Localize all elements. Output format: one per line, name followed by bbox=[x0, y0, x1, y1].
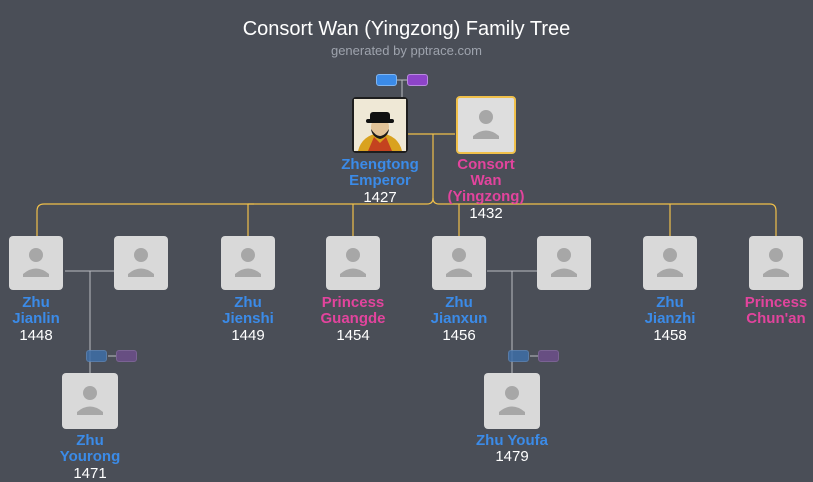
birth-year: 1427 bbox=[363, 189, 397, 206]
page-subtitle: generated by pptrace.com bbox=[330, 43, 483, 58]
birth-year: 1479 bbox=[495, 448, 529, 465]
name-line: Zhu bbox=[22, 294, 50, 311]
expand-toggle-icon[interactable] bbox=[508, 350, 529, 362]
person-silhouette-icon[interactable] bbox=[456, 96, 516, 154]
person-name[interactable]: Zhu Youfa bbox=[457, 433, 567, 449]
birth-year: 1432 bbox=[469, 205, 503, 222]
name-line: Yourong bbox=[59, 448, 121, 465]
birth-year: 1454 bbox=[336, 327, 370, 344]
name-line: Emperor bbox=[349, 172, 411, 189]
birth-year: 1449 bbox=[231, 327, 265, 344]
expand-toggle-icon[interactable] bbox=[538, 350, 559, 362]
person-name[interactable]: Zhu Jianxun bbox=[404, 295, 514, 327]
name-line: Zhu bbox=[656, 294, 684, 311]
page-title: Consort Wan (Yingzong) Family Tree bbox=[242, 18, 571, 40]
expand-toggle-icon[interactable] bbox=[116, 350, 137, 362]
name-line: Guangde bbox=[320, 310, 386, 327]
name-line: Zhu Youfa bbox=[476, 432, 548, 449]
name-line: Jianlin bbox=[12, 310, 60, 327]
person-silhouette-icon[interactable] bbox=[62, 373, 118, 429]
person-silhouette-icon[interactable] bbox=[643, 236, 697, 290]
person-name[interactable]: Consort Wan (Yingzong) bbox=[431, 157, 541, 205]
expand-toggle-icon[interactable] bbox=[86, 350, 107, 362]
birth-year: 1471 bbox=[73, 465, 107, 482]
expand-toggle-icon[interactable] bbox=[407, 74, 428, 86]
name-line: Princess bbox=[321, 294, 385, 311]
person-silhouette-icon[interactable] bbox=[432, 236, 486, 290]
name-line: (Yingzong) bbox=[447, 188, 525, 205]
birth-year: 1448 bbox=[19, 327, 53, 344]
expand-toggle-icon[interactable] bbox=[376, 74, 397, 86]
person-name[interactable]: Zhu Jianzhi bbox=[615, 295, 725, 327]
person-silhouette-icon[interactable] bbox=[9, 236, 63, 290]
person-silhouette-icon[interactable] bbox=[326, 236, 380, 290]
name-line: Consort bbox=[457, 156, 515, 173]
parent-child-connector bbox=[36, 133, 777, 236]
name-line: Zhu bbox=[76, 432, 104, 449]
name-line: Wan bbox=[470, 172, 502, 189]
name-line: Jienshi bbox=[222, 310, 274, 327]
name-line: Chun'an bbox=[746, 310, 806, 327]
person-name[interactable]: Princess Guangde bbox=[298, 295, 408, 327]
person-name[interactable]: Zhu Jianlin bbox=[0, 295, 91, 327]
portrait-icon[interactable] bbox=[352, 97, 408, 153]
name-line: Princess bbox=[744, 294, 808, 311]
name-line: Zhu bbox=[234, 294, 262, 311]
birth-year: 1458 bbox=[653, 327, 687, 344]
person-silhouette-icon[interactable] bbox=[221, 236, 275, 290]
name-line: Jianxun bbox=[430, 310, 488, 327]
person-name[interactable]: Zhu Jienshi bbox=[193, 295, 303, 327]
birth-year: 1456 bbox=[442, 327, 476, 344]
person-silhouette-icon[interactable] bbox=[749, 236, 803, 290]
name-line: Zhu bbox=[445, 294, 473, 311]
person-name[interactable]: Zhengtong Emperor bbox=[325, 157, 435, 189]
person-silhouette-icon[interactable] bbox=[537, 236, 591, 290]
name-line: Jianzhi bbox=[644, 310, 696, 327]
name-line: Zhengtong bbox=[341, 156, 419, 173]
person-name[interactable]: Zhu Yourong bbox=[35, 433, 145, 465]
person-name[interactable]: Princess Chun'an bbox=[721, 295, 813, 327]
person-silhouette-icon[interactable] bbox=[484, 373, 540, 429]
person-silhouette-icon[interactable] bbox=[114, 236, 168, 290]
